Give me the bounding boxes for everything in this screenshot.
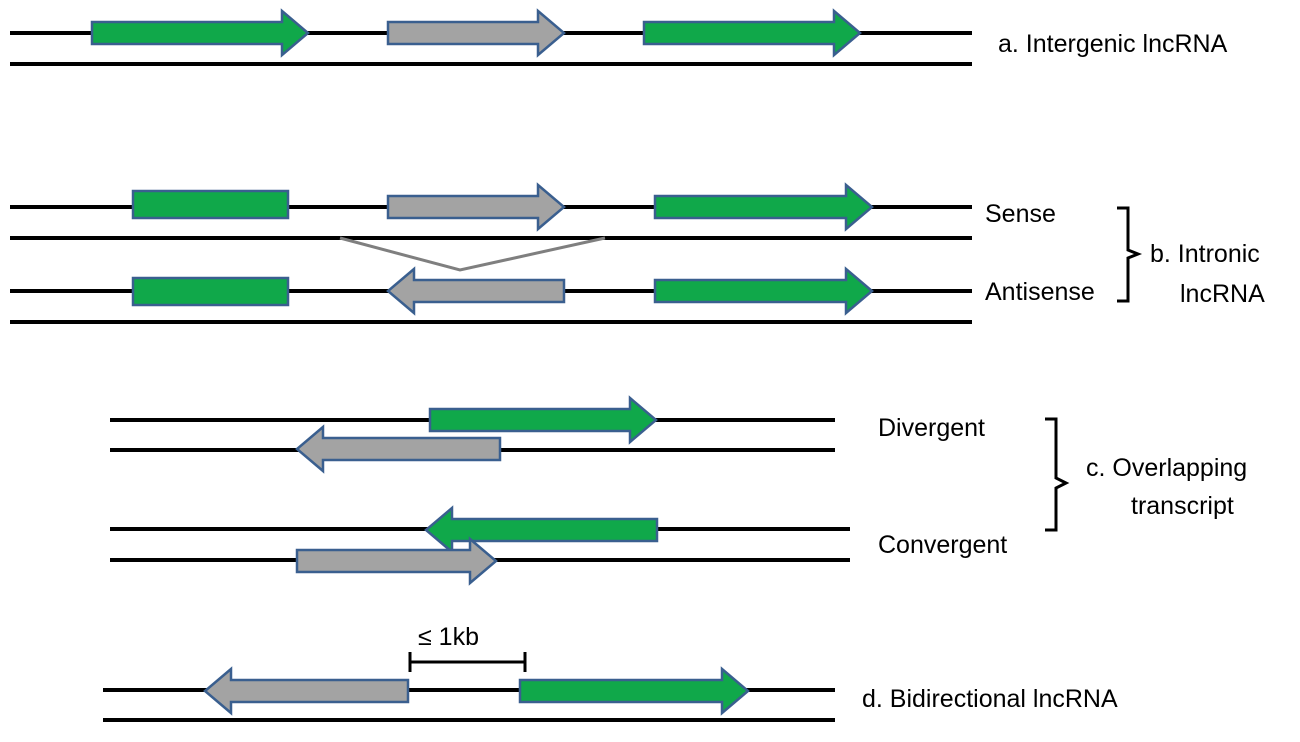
coding-gene-exon [131, 276, 290, 307]
sense-label: Sense [985, 200, 1056, 228]
panel-c-brace [1045, 417, 1070, 532]
panel-c: Divergent Convergent c. Overlapping tran… [110, 395, 1247, 586]
panel-b-label-line1: b. Intronic [1150, 240, 1260, 268]
coding-gene-exon [131, 189, 290, 220]
panel-c-label-line2: transcript [1131, 492, 1234, 520]
panel-c-label-line1: c. Overlapping [1086, 454, 1247, 482]
coding-gene-arrow-reverse [424, 505, 659, 555]
coding-gene-arrow [518, 666, 750, 716]
panel-a-label: a. Intergenic lncRNA [998, 30, 1228, 58]
coding-gene-arrow [653, 182, 874, 232]
distance-label: ≤ 1kb [418, 623, 479, 651]
antisense-label: Antisense [985, 278, 1095, 306]
lncrna-arrow-divergent [295, 424, 502, 474]
convergent-label: Convergent [878, 531, 1007, 559]
lncrna-arrow-sense [386, 182, 566, 232]
panel-d: ≤ 1kb d. Bidirectional lncRNA [103, 623, 1118, 722]
panel-b: Sense Antisense b. Intronic lncRNA [10, 182, 1265, 324]
lncrna-arrow-convergent [295, 536, 498, 586]
intron-splice-line [339, 236, 606, 272]
lncrna-arrow [386, 8, 566, 58]
coding-gene-arrow [90, 8, 310, 58]
coding-gene-arrow [428, 395, 658, 445]
panel-b-brace [1117, 206, 1143, 303]
lncrna-arrow-antisense [386, 266, 566, 316]
panel-a: a. Intergenic lncRNA [10, 8, 1228, 66]
coding-gene-arrow [653, 266, 874, 316]
lncrna-arrow-bidirectional [203, 666, 410, 716]
panel-b-label-line2: lncRNA [1180, 280, 1265, 308]
divergent-label: Divergent [878, 414, 985, 442]
coding-gene-arrow [642, 8, 862, 58]
panel-d-label: d. Bidirectional lncRNA [862, 685, 1118, 713]
